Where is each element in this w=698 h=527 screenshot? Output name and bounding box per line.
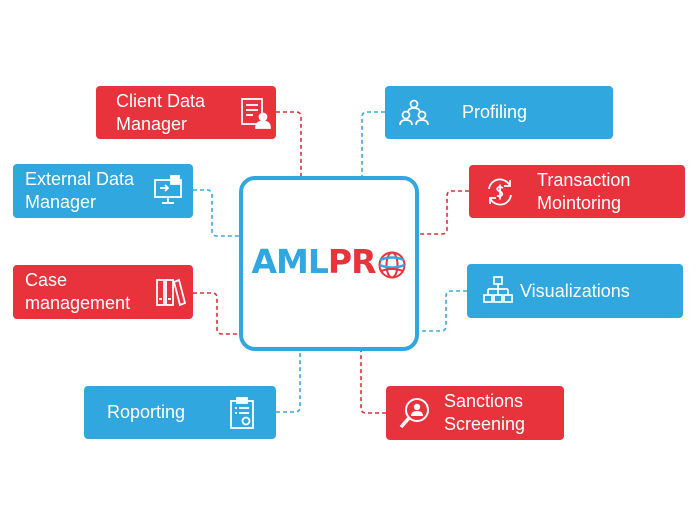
logo-text-pr: PR bbox=[327, 242, 377, 281]
case-management-label: Case management bbox=[25, 270, 131, 313]
transaction-monitoring-label: Transaction Mointoring bbox=[537, 169, 631, 213]
reporting-label: Roporting bbox=[107, 402, 186, 422]
dollar-cycle-icon bbox=[488, 177, 512, 206]
aml-pro-hub: AMLPR bbox=[239, 176, 419, 351]
visualizations-label: Visualizations bbox=[520, 280, 630, 301]
globe-icon bbox=[378, 251, 405, 279]
document-user-icon bbox=[241, 97, 271, 129]
external-data-manager-card[interactable]: External Data Manager bbox=[13, 164, 193, 218]
clipboard-report-icon bbox=[230, 396, 254, 429]
connector-transaction-monitoring bbox=[419, 190, 469, 235]
profiling-label: Profiling bbox=[462, 102, 528, 122]
visualizations-card[interactable]: Visualizations bbox=[467, 264, 683, 318]
connector-client-data-manager bbox=[276, 111, 302, 176]
connector-reporting bbox=[276, 351, 301, 413]
reporting-card[interactable]: Roporting bbox=[84, 386, 276, 439]
connector-sanctions-screening bbox=[360, 351, 386, 414]
client-data-manager-label: Client Data Manager bbox=[116, 90, 206, 134]
search-person-icon bbox=[399, 398, 429, 429]
binders-icon bbox=[156, 278, 187, 307]
transaction-monitoring-card[interactable]: Transaction Mointoring bbox=[469, 165, 685, 218]
hierarchy-icon bbox=[483, 276, 513, 303]
sanctions-screening-label: Sanctions Screening bbox=[444, 391, 526, 434]
profiling-card[interactable]: Profiling bbox=[385, 86, 613, 139]
monitor-transfer-icon bbox=[154, 175, 182, 204]
users-group-icon bbox=[399, 99, 429, 125]
external-data-manager-label: External Data Manager bbox=[25, 169, 135, 212]
case-management-card[interactable]: Case management bbox=[13, 265, 193, 319]
connector-case-management bbox=[193, 292, 239, 335]
connector-profiling bbox=[361, 111, 385, 176]
connector-external-data-manager bbox=[193, 189, 239, 237]
aml-pro-logo: AMLPR bbox=[243, 242, 415, 282]
logo-text-aml: AML bbox=[251, 242, 328, 281]
sanctions-screening-card[interactable]: Sanctions Screening bbox=[386, 386, 564, 440]
connector-visualizations bbox=[419, 290, 467, 332]
client-data-manager-card[interactable]: Client Data Manager bbox=[96, 86, 276, 139]
